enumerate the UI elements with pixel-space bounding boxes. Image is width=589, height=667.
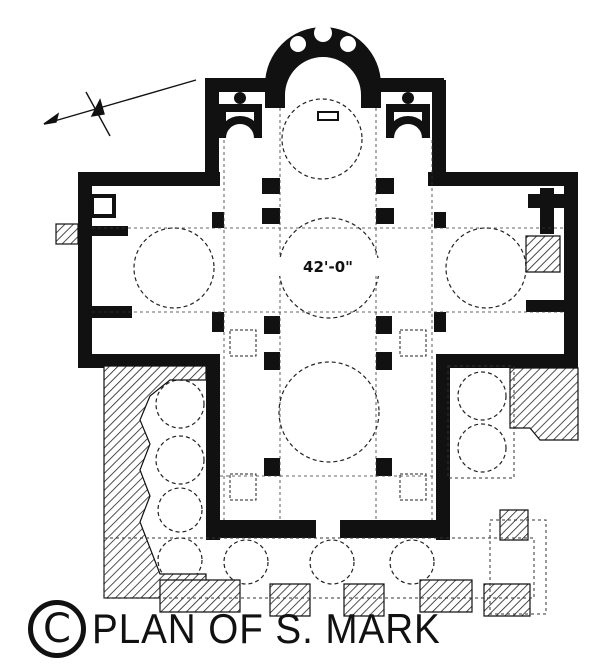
north-arrow-icon (43, 79, 197, 137)
piers (212, 178, 446, 476)
altar (317, 111, 339, 121)
plan-caption: C PLAN OF S. MARK (28, 596, 471, 662)
plate-letter: C (28, 600, 86, 658)
grid-lines (92, 108, 564, 520)
small-bays (229, 329, 427, 501)
domes (133, 98, 527, 585)
outer-walls (78, 172, 578, 540)
atrium-hatching (55, 223, 579, 617)
plan-title: PLAN OF S. MARK (92, 605, 441, 652)
presbytery-walls (205, 78, 446, 180)
narthex-outline (103, 365, 547, 615)
apse (265, 24, 381, 108)
dimension-label: 42'-0" (272, 258, 384, 276)
